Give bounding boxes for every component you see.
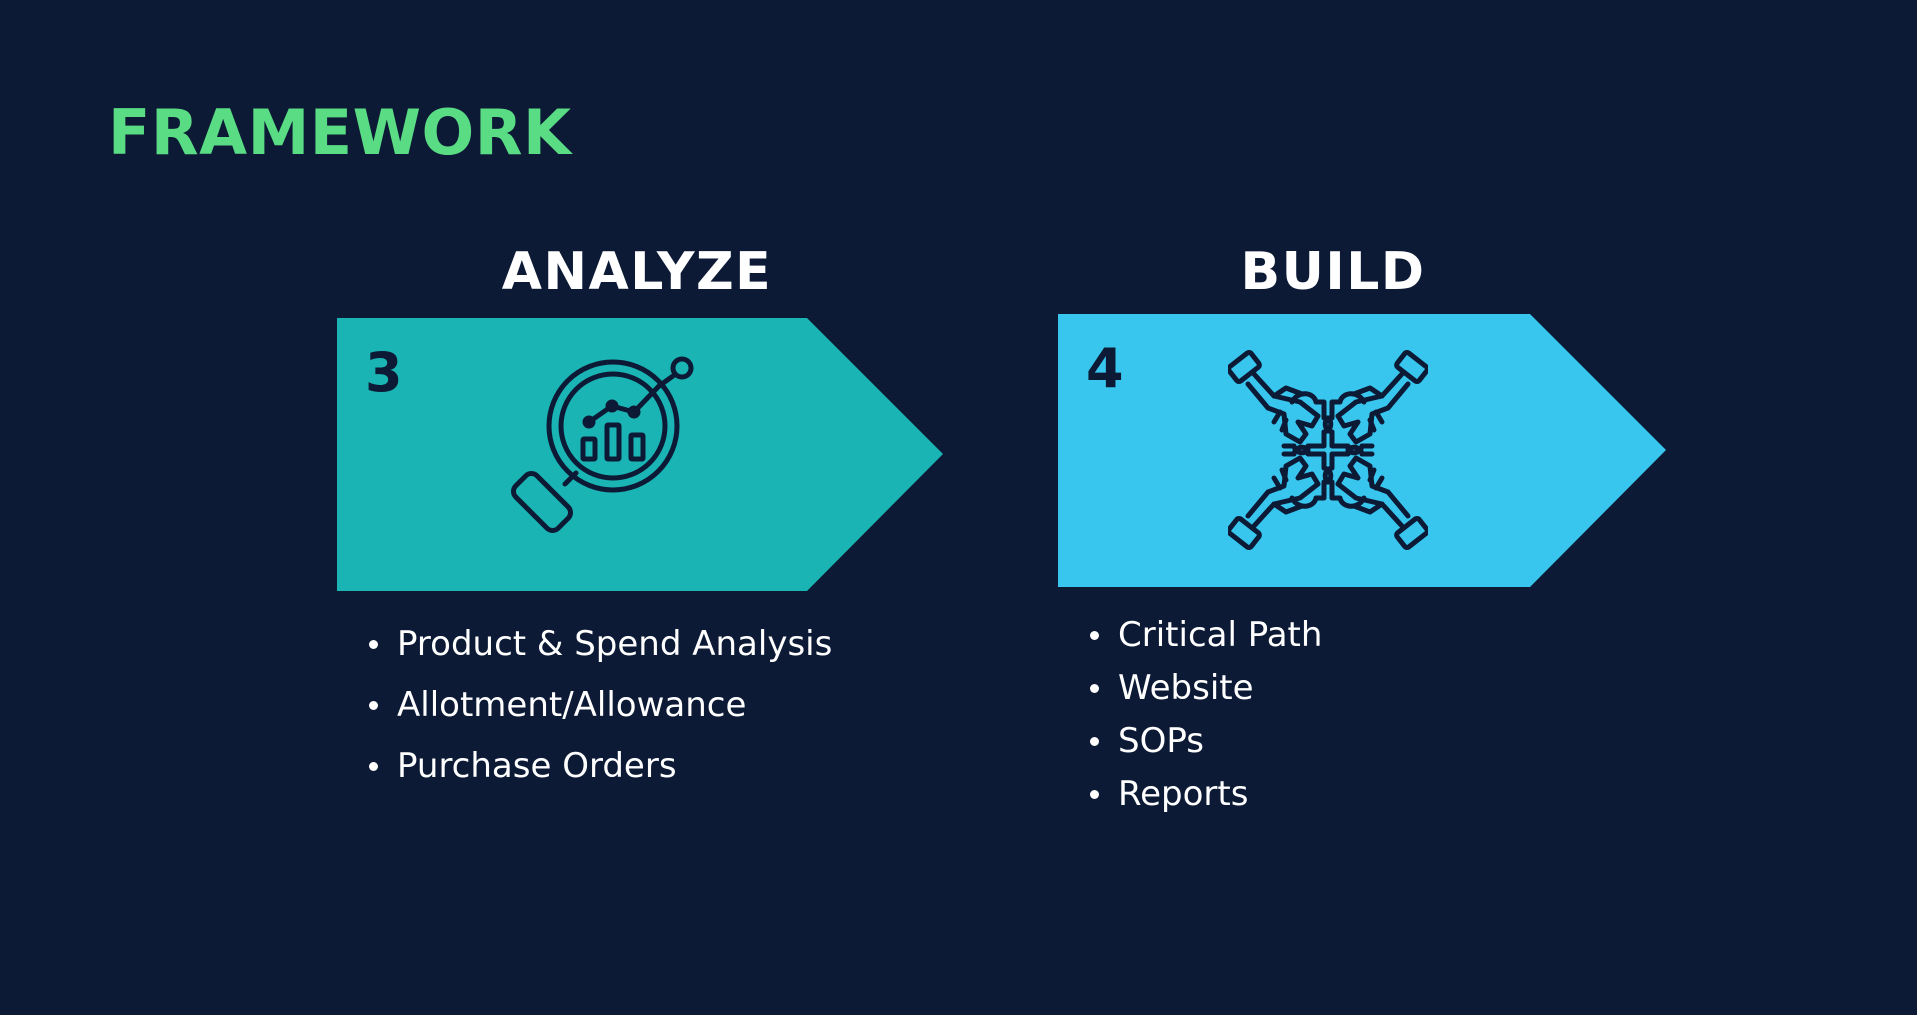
step-number: 4 (1086, 337, 1124, 400)
page-title: FRAMEWORK (108, 96, 572, 169)
analyze-bullet-list: Product & Spend Analysis Allotment/Allow… (365, 620, 832, 803)
list-item: SOPs (1086, 718, 1322, 771)
step-arrow-analyze: 3 (337, 318, 943, 591)
list-item: Product & Spend Analysis (365, 620, 832, 681)
step-heading-build: BUILD (1240, 242, 1426, 302)
build-bullet-list: Critical Path Website SOPs Reports (1086, 612, 1322, 824)
step-number: 3 (365, 341, 403, 404)
magnifier-chart-icon (503, 356, 703, 556)
list-item: Purchase Orders (365, 742, 832, 803)
hands-puzzle-icon (1228, 350, 1428, 550)
list-item: Allotment/Allowance (365, 681, 832, 742)
step-arrow-build: 4 (1058, 314, 1666, 587)
step-heading-analyze: ANALYZE (501, 242, 773, 302)
list-item: Website (1086, 665, 1322, 718)
list-item: Reports (1086, 771, 1322, 824)
list-item: Critical Path (1086, 612, 1322, 665)
